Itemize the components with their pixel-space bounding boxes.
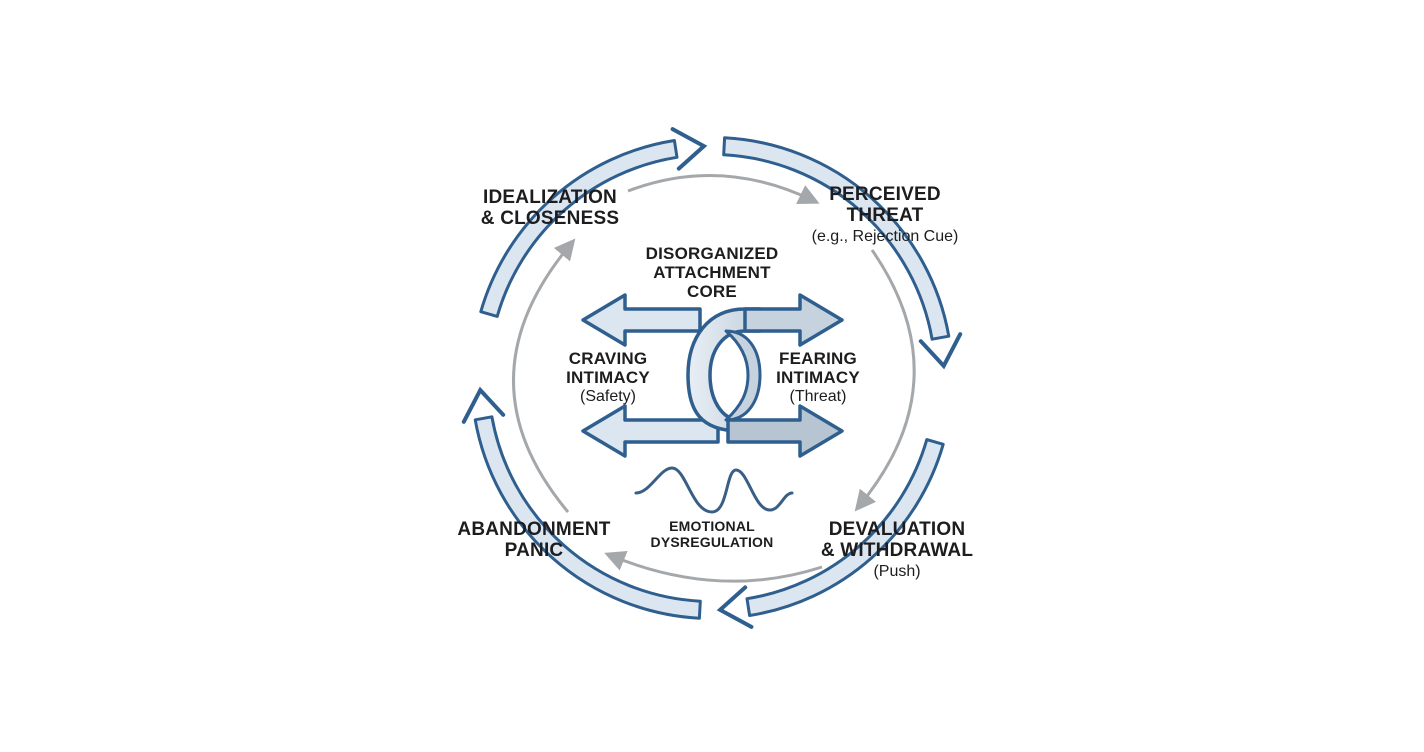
- stage-threat-sub: (e.g., Rejection Cue): [811, 227, 959, 245]
- stage-threat-line1: PERCEIVED: [829, 184, 941, 205]
- cycle-arrow-right-to-bottom-head: [716, 585, 754, 629]
- inner-arrow-devaluation-to-abandonment: [604, 551, 823, 583]
- wave-icon: [634, 466, 794, 514]
- cycle-arrow-bottom-to-left-head: [461, 386, 506, 424]
- knot-arrow-top-left: [581, 293, 702, 347]
- craving-intimacy: CRAVING INTIMACY (Safety): [556, 349, 660, 406]
- cycle-arrow-right-to-bottom-band: [745, 438, 945, 617]
- cycle-arrow-left-to-top-head: [670, 127, 708, 171]
- stage-abandonment: ABANDONMENT PANIC: [452, 519, 616, 562]
- stage-idealization-line1: IDEALIZATION: [483, 187, 617, 208]
- cycle-arrow-top-to-right-head: [918, 332, 963, 370]
- core-line1: DISORGANIZED: [645, 244, 779, 263]
- stage-devaluation-line1: DEVALUATION: [828, 519, 966, 540]
- stage-idealization: IDEALIZATION & CLOSENESS: [470, 187, 630, 230]
- fearing-line2: INTIMACY: [776, 368, 860, 388]
- craving-line2: INTIMACY: [566, 368, 650, 388]
- cycle-arrow-bottom-to-left-band: [473, 415, 702, 620]
- emotional-line2: DYSREGULATION: [650, 533, 774, 550]
- knot-inner-loop: [724, 329, 762, 422]
- cycle-arrow-top-to-right-band: [722, 136, 951, 341]
- core-title: DISORGANIZED ATTACHMENT CORE: [632, 244, 792, 301]
- fearing-line1: FEARING: [779, 349, 857, 368]
- knot-arrow-top-right: [743, 293, 844, 347]
- inner-arrow-idealization-to-threat: [627, 174, 820, 205]
- stage-devaluation-sub: (Push): [873, 562, 921, 580]
- emotional-dysregulation: EMOTIONAL DYSREGULATION: [636, 518, 788, 550]
- stage-idealization-line2: & CLOSENESS: [480, 208, 620, 230]
- core-line2: ATTACHMENT: [653, 263, 771, 283]
- inner-cycle-arrows: [512, 174, 916, 583]
- knot-arrow-bottom-right: [726, 404, 844, 458]
- stage-abandonment-line1: ABANDONMENT: [457, 519, 611, 540]
- cycle-arrow-left-to-top-band: [479, 139, 679, 318]
- knot-arrow-bottom-left: [581, 404, 720, 458]
- central-knot-arrows: [581, 293, 844, 458]
- core-line3: CORE: [687, 282, 737, 302]
- stage-devaluation-line2: & WITHDRAWAL: [820, 540, 974, 562]
- stage-abandonment-line2: PANIC: [504, 540, 564, 562]
- craving-line1: CRAVING: [568, 349, 648, 368]
- stage-devaluation: DEVALUATION & WITHDRAWAL (Push): [812, 519, 982, 580]
- fearing-sub: (Threat): [789, 388, 847, 406]
- craving-sub: (Safety): [579, 388, 636, 406]
- stage-threat: PERCEIVED THREAT (e.g., Rejection Cue): [790, 184, 980, 245]
- inner-arrow-abandonment-to-idealization: [512, 238, 576, 513]
- fearing-intimacy: FEARING INTIMACY (Threat): [766, 349, 870, 406]
- stage-threat-line2: THREAT: [846, 205, 924, 227]
- outer-cycle-ring: [461, 127, 963, 629]
- inner-arrow-threat-to-devaluation: [854, 249, 916, 512]
- emotional-line1: EMOTIONAL: [669, 518, 755, 534]
